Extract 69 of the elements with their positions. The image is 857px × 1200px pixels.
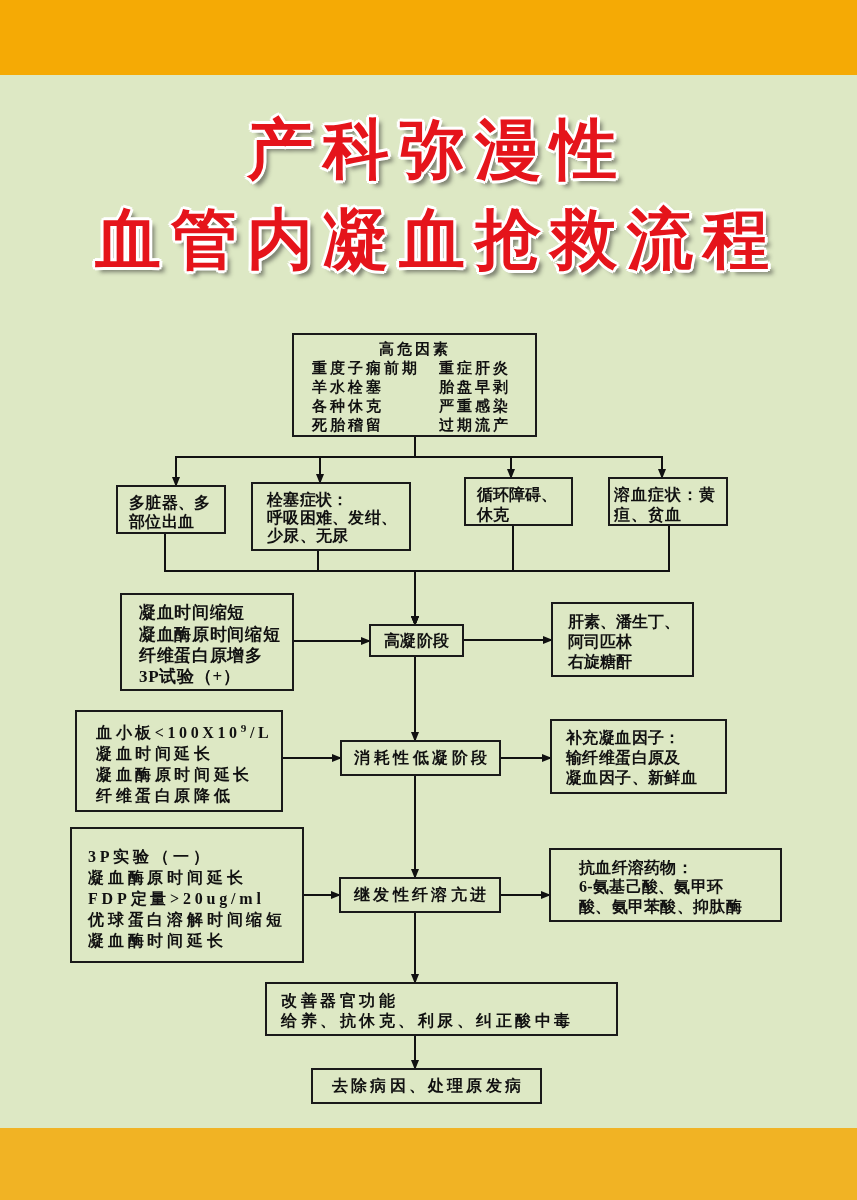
symptom-heading: 栓塞症状： <box>267 491 349 509</box>
finding-text: 凝血时间缩短 <box>139 602 246 624</box>
stage-label: 高凝阶段 <box>383 630 450 651</box>
finding-text: 3P试验（+） <box>139 666 241 688</box>
symptom-box <box>464 477 573 526</box>
finding-text: 纤维蛋白原增多 <box>139 644 263 667</box>
list-item: 过期流产 <box>439 415 511 435</box>
finding-text: 凝血酶原时间延长 <box>88 867 247 888</box>
lab-findings-box <box>120 593 294 691</box>
list-item: 羊水栓塞 <box>312 377 384 397</box>
stage-box <box>369 624 464 657</box>
connector-arrow <box>411 912 419 984</box>
list-item: 各种休克 <box>312 396 384 416</box>
treatment-box <box>550 719 727 794</box>
list-item: 重症肝炎 <box>439 358 511 378</box>
finding-text: 纤维蛋白原降低 <box>96 786 234 806</box>
list-item: 死胎稽留 <box>312 415 384 435</box>
symptom-box <box>116 485 226 534</box>
connector-arrow <box>303 891 341 899</box>
list-item: 重度子痫前期 <box>312 358 420 378</box>
symptom-text: 多脏器、多部位出血 <box>129 492 212 531</box>
treatment-text: 输纤维蛋白原及 <box>566 748 681 768</box>
stage-label: 继发性纤溶亢进 <box>354 885 490 905</box>
symptom-text: 溶血症状：黄疸、贫血 <box>614 485 718 525</box>
connector-arrow <box>500 754 552 762</box>
finding-text: FDP定量>20ug/ml <box>88 888 265 909</box>
step-box <box>265 982 618 1036</box>
symptom-text: 呼吸困难、发绀、少尿、无尿 <box>267 509 399 545</box>
finding-text: 3P实验（一） <box>88 846 213 867</box>
connector-arrow <box>411 656 419 742</box>
finding-text: 凝血酶原时间延长 <box>96 765 253 785</box>
drug-text: 肝素、潘生丁、阿司匹林 <box>568 611 681 652</box>
connector-arrow <box>282 754 342 762</box>
connector-arrow <box>411 525 670 626</box>
finding-text: 凝血时间延长 <box>96 744 214 764</box>
connector-arrow <box>293 637 371 645</box>
drug-text: 6-氨基己酸、氨甲环酸、氨甲苯酸、抑肽酶 <box>579 877 743 917</box>
treatment-heading: 补充凝血因子： <box>566 728 681 748</box>
list-item: 胎盘早剥 <box>439 377 511 397</box>
finding-text: 血小板<100X10$^{9}$/L <box>96 722 273 743</box>
risk-factor-box <box>292 333 537 437</box>
step-text: 去除病因、处理原发病 <box>332 1076 525 1096</box>
stage-box <box>340 740 501 776</box>
stage-label: 消耗性低凝阶段 <box>354 748 491 768</box>
poster-title: 产科弥漫性血管内凝血抢救流程 <box>94 110 780 280</box>
finding-text: 优球蛋白溶解时间缩短 <box>88 909 286 930</box>
step-box <box>311 1068 542 1104</box>
connector-arrow <box>411 775 419 879</box>
lab-findings-box <box>75 710 283 812</box>
drug-text: 右旋糖酐 <box>568 651 632 672</box>
symptom-text: 循环障碍、休克 <box>477 485 558 525</box>
treatment-heading: 抗血纤溶药物： <box>579 857 694 878</box>
connector-arrow <box>411 1035 419 1070</box>
step-heading: 改善器官功能 <box>281 991 398 1011</box>
finding-text: 凝血酶原时间缩短 <box>139 623 281 645</box>
stage-box <box>339 877 501 913</box>
lab-findings-box <box>70 827 304 963</box>
connector-arrow <box>500 891 551 899</box>
symptom-box <box>251 482 411 551</box>
treatment-box <box>551 602 694 677</box>
finding-text: 凝血酶时间延长 <box>88 930 227 951</box>
treatment-text: 凝血因子、新鲜血 <box>566 768 698 788</box>
connector-arrow <box>463 636 553 644</box>
step-text: 给养、抗休克、利尿、纠正酸中毒 <box>281 1010 574 1030</box>
section-heading: 高危因素 <box>378 339 451 359</box>
treatment-box <box>549 848 782 922</box>
list-item: 严重感染 <box>439 396 511 416</box>
connector-arrow <box>414 436 666 479</box>
symptom-box <box>608 477 728 526</box>
